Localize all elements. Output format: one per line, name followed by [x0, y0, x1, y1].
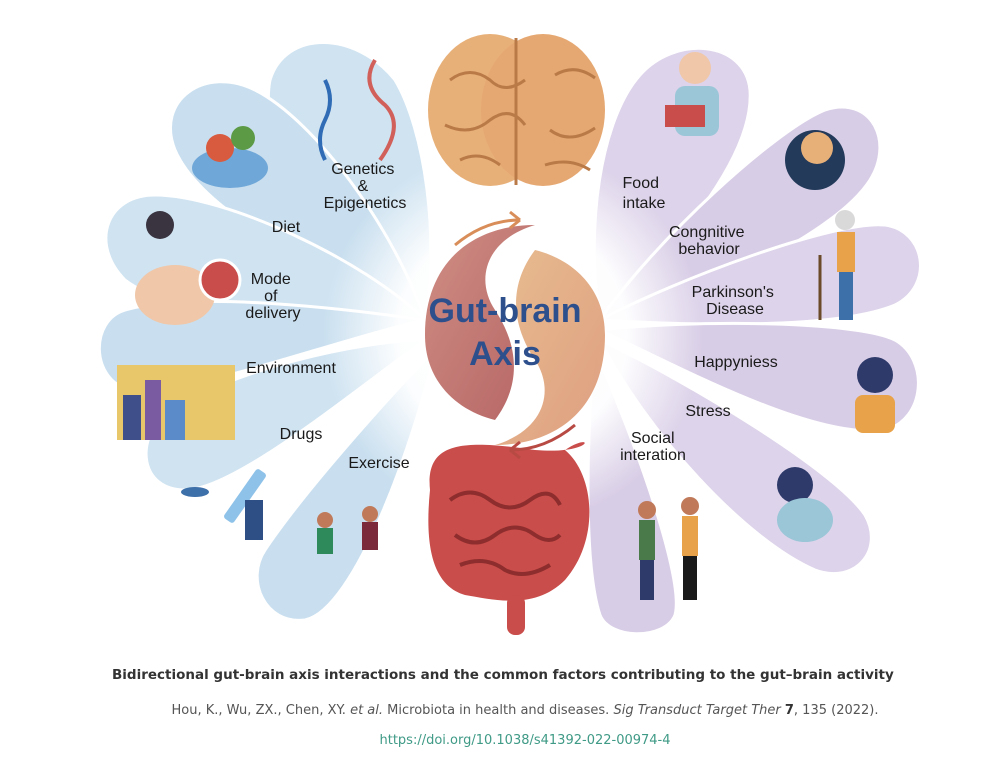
label-parkinsons: Parkinson's Disease	[692, 284, 779, 318]
citation-authors: Hou, K., Wu, ZX., Chen, XY.	[171, 703, 346, 718]
label-environment: Environment	[246, 360, 336, 377]
doi-link[interactable]: https://doi.org/10.1038/s41392-022-00974…	[379, 733, 671, 748]
center-glow	[323, 145, 703, 525]
citation: Hou, K., Wu, ZX., Chen, XY. et al. Micro…	[145, 696, 905, 756]
figure-caption: Bidirectional gut-brain axis interaction…	[112, 667, 894, 683]
label-food-intake: Food intake	[623, 175, 666, 212]
label-stress: Stress	[685, 403, 730, 420]
center-title-line2: Axis	[469, 335, 541, 373]
citation-volume: 7	[784, 703, 794, 718]
label-genetics: Genetics & Epigenetics	[324, 161, 407, 212]
citation-etal: et al.	[350, 703, 384, 718]
brain-illustration	[428, 34, 605, 186]
intestine-illustration	[428, 442, 590, 635]
syringe-icon	[181, 469, 266, 540]
arrow-bottom	[509, 423, 576, 452]
citation-article: Microbiota in health and diseases.	[387, 703, 610, 718]
label-exercise: Exercise	[348, 455, 409, 472]
arrow-top	[454, 218, 521, 247]
label-social-interaction: Social interation	[620, 430, 686, 464]
label-drugs: Drugs	[280, 426, 323, 443]
city-icon	[117, 365, 235, 440]
food-bowl-icon	[192, 126, 268, 188]
label-happiness: Happyniess	[694, 354, 778, 371]
elderly-person-icon	[818, 210, 855, 320]
label-diet: Diet	[272, 219, 301, 236]
eating-person-icon	[665, 52, 719, 136]
label-mode-of-delivery: Mode of delivery	[245, 271, 300, 322]
runners-icon	[317, 506, 378, 554]
center-title-line1: Gut-brain	[429, 292, 582, 330]
two-people-icon	[638, 497, 699, 600]
label-cognitive-behavior: Congnitive behavior	[669, 224, 749, 258]
pregnant-woman-icon	[135, 211, 242, 325]
citation-pages-year: , 135 (2022).	[793, 703, 879, 718]
stressed-person-icon	[777, 467, 833, 542]
center-swirl	[425, 210, 605, 460]
citation-journal: Sig Transduct Target Ther	[613, 703, 781, 718]
happy-woman-icon	[855, 357, 895, 433]
gut-brain-axis-diagram: Gut-brain Axis	[95, 20, 930, 640]
head-brain-icon	[785, 130, 845, 190]
diagram-svg: Gut-brain Axis	[97, 34, 922, 636]
dna-icon	[318, 58, 396, 162]
